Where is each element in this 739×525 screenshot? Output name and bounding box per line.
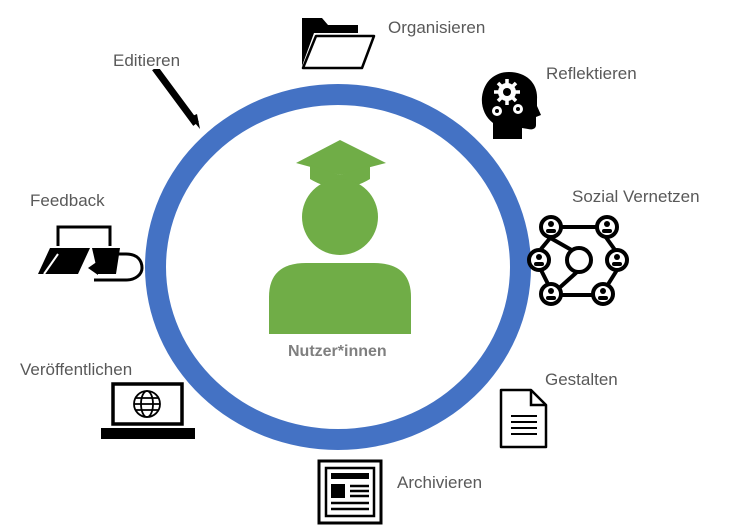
student-icon (266, 137, 416, 337)
head-gears-icon (481, 71, 541, 141)
label-sozial-vernetzen: Sozial Vernetzen (572, 187, 700, 206)
label-feedback: Feedback (30, 191, 105, 210)
label-archivieren: Archivieren (397, 473, 483, 492)
label-gestalten: Gestalten (545, 370, 618, 389)
center-label: Nutzer*innen (288, 343, 387, 360)
label-organisieren: Organisieren (388, 18, 486, 37)
pencil-icon (150, 69, 204, 131)
laptop-globe-icon (99, 381, 197, 441)
label-reflektieren: Reflektieren (546, 64, 637, 83)
label-editieren: Editieren (113, 51, 181, 70)
label-veroeffentlichen: Veröffentlichen (20, 360, 133, 379)
folder-open-icon (300, 16, 376, 70)
exchange-arrows-icon (36, 224, 146, 284)
newspaper-icon (317, 459, 383, 525)
network-icon (527, 214, 631, 306)
document-icon (499, 388, 549, 450)
